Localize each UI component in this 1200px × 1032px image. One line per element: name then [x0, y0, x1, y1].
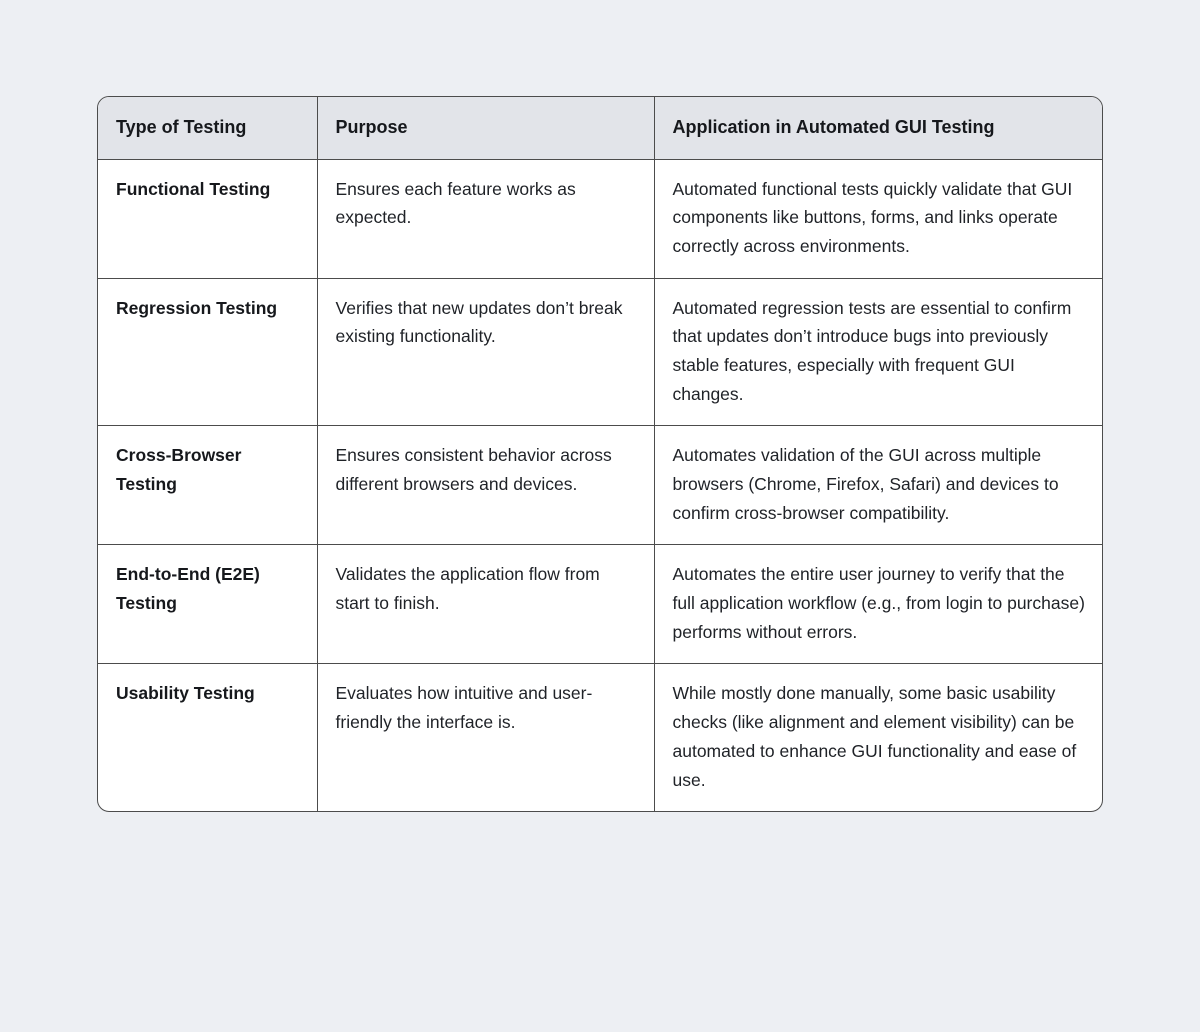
cell-type: Usability Testing [98, 663, 317, 812]
cell-application: Automated functional tests quickly valid… [653, 158, 1102, 279]
cell-purpose: Ensures consistent behavior across diffe… [316, 425, 654, 545]
table-header-row: Type of Testing Purpose Application in A… [98, 97, 1102, 160]
table-row: Regression Testing Verifies that new upd… [98, 277, 1102, 426]
header-purpose: Purpose [316, 97, 654, 160]
cell-application: Automates the entire user journey to ver… [653, 544, 1102, 664]
cell-purpose: Ensures each feature works as expected. [316, 158, 654, 279]
table-row: Functional Testing Ensures each feature … [98, 158, 1102, 279]
table-row: Usability Testing Evaluates how intuitiv… [98, 663, 1102, 812]
cell-type: Regression Testing [98, 277, 317, 426]
header-application: Application in Automated GUI Testing [653, 97, 1102, 160]
cell-purpose: Evaluates how intuitive and user-friendl… [316, 663, 654, 812]
cell-application: Automates validation of the GUI across m… [653, 425, 1102, 545]
table: Type of Testing Purpose Application in A… [98, 97, 1102, 812]
table-row: Cross-Browser Testing Ensures consistent… [98, 425, 1102, 545]
cell-purpose: Validates the application flow from star… [316, 544, 654, 664]
cell-type: Functional Testing [98, 158, 317, 279]
cell-type: Cross-Browser Testing [98, 425, 317, 545]
header-type-of-testing: Type of Testing [98, 97, 317, 160]
cell-application: Automated regression tests are essential… [653, 277, 1102, 426]
table-row: End-to-End (E2E) Testing Validates the a… [98, 544, 1102, 664]
cell-application: While mostly done manually, some basic u… [653, 663, 1102, 812]
cell-type: End-to-End (E2E) Testing [98, 544, 317, 664]
testing-types-table: Type of Testing Purpose Application in A… [97, 96, 1103, 813]
cell-purpose: Verifies that new updates don’t break ex… [316, 277, 654, 426]
